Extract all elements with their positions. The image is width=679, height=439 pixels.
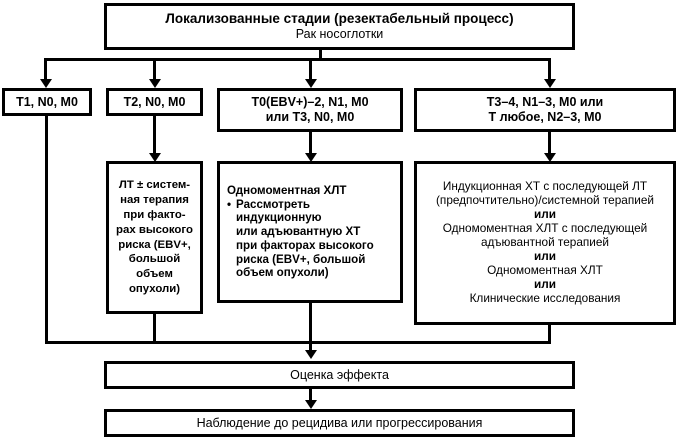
arrow-to-followup-bar — [304, 400, 317, 409]
connector-collector-to-outcome — [309, 341, 312, 352]
treatment-center-line-3: или адъювантную ХТ — [236, 225, 361, 239]
treatment-right-line-1: Индукционная ХТ с последующей ЛТ — [442, 179, 648, 194]
connector-stage3-to-treatment — [309, 132, 312, 153]
connector-treatment-t2-down — [153, 314, 156, 343]
treatment-right-or-2: или — [534, 248, 556, 263]
arrow-to-stage-1 — [39, 79, 52, 88]
outcome-bar: Оценка эффекта — [104, 361, 575, 389]
treatment-box-center: Одномоментная ХЛТ • Рассмотреть индукцио… — [217, 161, 403, 303]
followup-bar-label: Наблюдение до рецидива или прогрессирова… — [196, 415, 483, 430]
connector-treatment-center-down — [309, 303, 312, 343]
connector-t1-bypass — [45, 116, 48, 343]
followup-bar: Наблюдение до рецидива или прогрессирова… — [104, 409, 575, 437]
treatment-center-bullet-body: Рассмотреть индукционную или адъювантную… — [236, 198, 393, 280]
treatment-center-line-2: индукционную — [236, 211, 322, 225]
arrow-stage3-to-treatment — [304, 153, 317, 162]
stage-t2-line1: T2, N0, M0 — [123, 94, 186, 109]
stage-box-t3-t4: T3–4, N1–3, M0 или T любое, N2–3, M0 — [414, 88, 676, 132]
bus-drop-stage-3 — [309, 58, 312, 79]
title-stem — [319, 50, 322, 60]
title-heading: Локализованные стадии (резектабельный пр… — [165, 11, 514, 27]
connector-treatment-right-down — [548, 325, 551, 343]
treatment-center-line-4: при факторах высокого — [236, 238, 374, 252]
connector-stage4-to-treatment — [548, 132, 551, 153]
treatment-right-or-1: или — [534, 207, 556, 222]
connector-outcome-to-followup — [309, 389, 312, 402]
arrow-to-stage-3 — [304, 79, 317, 88]
arrow-to-stage-2 — [148, 79, 161, 88]
arrow-t2-to-treatment — [148, 153, 161, 162]
arrow-to-outcome-bar — [304, 350, 317, 359]
arrow-to-stage-4 — [543, 79, 556, 88]
stage-t0-line2: или T3, N0, M0 — [265, 110, 355, 124]
stage-t1-line1: T1, N0, M0 — [16, 94, 78, 109]
title-subheading: Рак носоглотки — [295, 27, 384, 42]
treatment-center-heading: Одномоментная ХЛТ — [227, 184, 347, 198]
treatment-right-line-9: Клинические исследования — [469, 290, 621, 305]
treatment-right-line-4: Одномоментная ХЛТ с последующей — [442, 221, 648, 236]
merge-collector-bus — [45, 341, 551, 344]
arrow-stage4-to-treatment — [543, 153, 556, 162]
stage-t3-line1: T3–4, N1–3, M0 или — [486, 95, 604, 110]
stage-t3-line2: T любое, N2–3, M0 — [488, 110, 602, 124]
treatment-t2-line-3: при факто- — [123, 208, 186, 221]
treatment-box-t2: ЛТ ± систем- ная терапия при факто- рах … — [106, 161, 203, 314]
stage-box-t1: T1, N0, M0 — [2, 88, 92, 116]
treatment-center-line-5: риска (EBV+, большой — [236, 252, 366, 266]
treatment-t2-line-2: ная терапия — [120, 194, 189, 207]
title-box: Локализованные стадии (резектабельный пр… — [104, 3, 575, 50]
treatment-center-line-1: Рассмотреть — [236, 197, 311, 211]
bus-drop-stage-2 — [153, 58, 156, 79]
stage-t0-line1: T0(EBV+)–2, N1, M0 — [251, 95, 369, 110]
treatment-t2-line-6: большой — [128, 253, 181, 266]
treatment-center-line-6: объем опухоли) — [236, 266, 329, 280]
treatment-right-line-2: (предпочтительно)/системной терапией — [436, 193, 654, 208]
stage-box-t2: T2, N0, M0 — [106, 88, 203, 116]
treatment-t2-line-1: ЛТ ± систем- — [118, 179, 191, 192]
bus-drop-stage-1 — [44, 58, 47, 79]
stage-box-t0-t3: T0(EBV+)–2, N1, M0 или T3, N0, M0 — [217, 88, 403, 132]
treatment-right-or-3: или — [534, 276, 556, 291]
treatment-right-line-7: Одномоментная ХЛТ — [487, 262, 603, 277]
bullet-icon: • — [227, 197, 232, 211]
treatment-t2-line-7: объем — [136, 268, 173, 281]
treatment-t2-line-5: риска (EBV+, — [118, 238, 191, 251]
treatment-right-line-5: адъювантной терапией — [480, 235, 610, 250]
treatment-t2-line-8: опухоли) — [128, 282, 181, 295]
treatment-t2-line-4: рах высокого — [116, 223, 193, 236]
treatment-box-right: Индукционная ХТ с последующей ЛТ (предпо… — [414, 161, 676, 325]
treatment-center-bullet: • Рассмотреть индукционную или адъювантн… — [227, 198, 393, 280]
bus-drop-stage-4 — [548, 58, 551, 79]
distribution-bus — [44, 58, 551, 61]
connector-t2-to-treatment — [153, 116, 156, 153]
outcome-bar-label: Оценка эффекта — [290, 367, 389, 382]
